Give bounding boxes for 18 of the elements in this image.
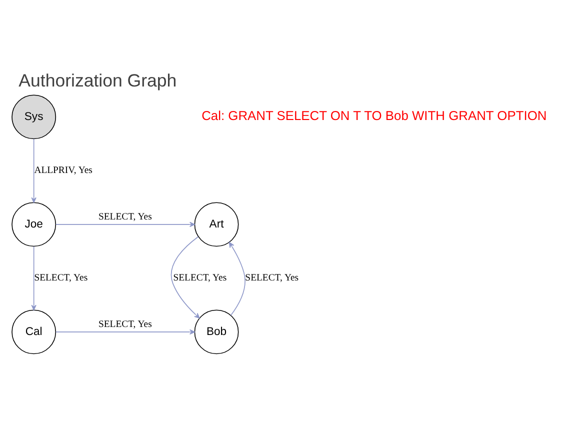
label: Cal: GRANT SELECT ON T TO Bob WITH GRANT OPTION xyxy=(202,108,547,123)
node-circle: Joe xyxy=(12,202,56,247)
edge-label: SELECT, Yes xyxy=(173,272,227,284)
edge-label: ALLPRIV, Yes xyxy=(34,165,92,176)
edge-label: SELECT, Yes xyxy=(98,211,152,222)
edge-label: SELECT, Yes xyxy=(34,272,88,284)
arrow xyxy=(170,236,200,319)
arrow xyxy=(31,138,36,203)
edge-label: SELECT, Yes xyxy=(245,272,299,284)
arrow xyxy=(55,222,196,228)
node-circle: Art xyxy=(194,202,239,247)
diagram-title: Authorization Graph xyxy=(18,70,177,91)
node-circle: Cal xyxy=(12,310,56,354)
arrow xyxy=(55,329,196,335)
edge-label: SELECT, Yes xyxy=(98,318,152,330)
arrow xyxy=(228,242,246,316)
node-circle: Sys xyxy=(12,94,56,140)
arrow xyxy=(31,246,36,310)
